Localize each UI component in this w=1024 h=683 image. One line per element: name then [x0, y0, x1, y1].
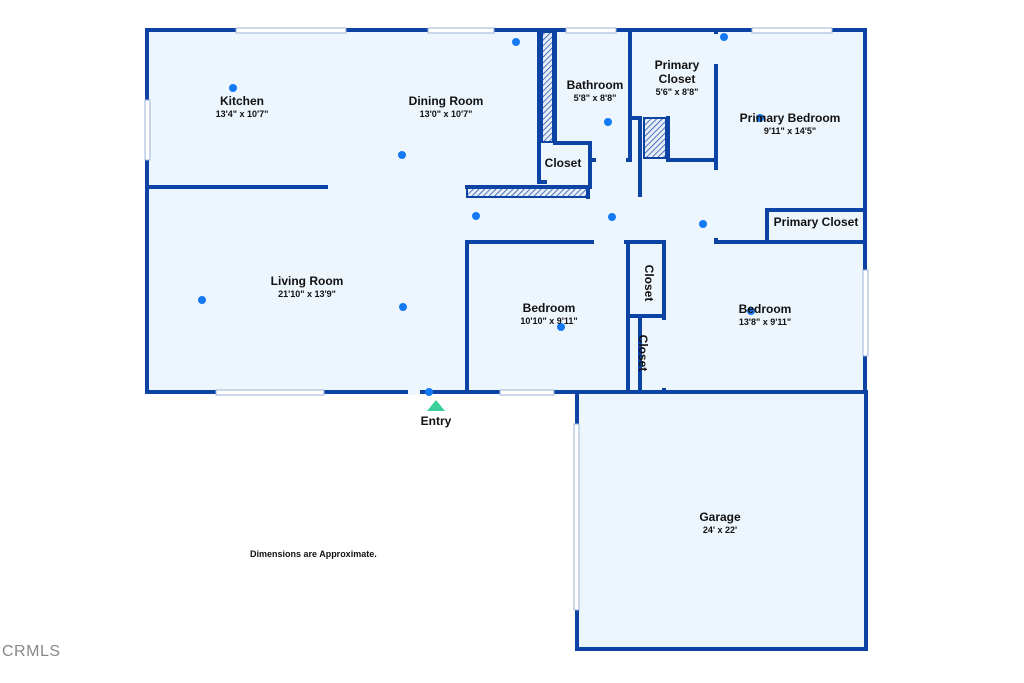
- view-dot: [608, 213, 616, 221]
- room-bedroom-1: Bedroom 10'10" x 9'11": [520, 301, 577, 327]
- view-points: [198, 33, 764, 396]
- room-name: Kitchen: [219, 94, 265, 108]
- hatch-shaft-bathroom: [541, 31, 554, 143]
- room-name: Primary Closet: [654, 58, 700, 86]
- room-name: Bedroom: [522, 301, 576, 315]
- entry-triangle: [427, 400, 445, 411]
- view-dot: [557, 323, 565, 331]
- room-name: Garage: [699, 510, 741, 524]
- room-name: Bathroom: [566, 78, 624, 92]
- room-primary-bedroom: Primary Bedroom 9'11" x 14'5": [740, 111, 841, 137]
- watermark: CRMLS: [2, 643, 61, 660]
- room-name: Living Room: [270, 274, 344, 288]
- room-closet-hall: Closet: [545, 156, 582, 170]
- room-name: Primary Bedroom: [739, 111, 841, 125]
- room-dims: 9'11" x 14'5": [763, 126, 817, 136]
- view-dot: [512, 38, 520, 46]
- room-dims: 13'4" x 10'7": [215, 109, 269, 119]
- room-name: Primary Closet: [773, 215, 859, 229]
- view-dot: [398, 151, 406, 159]
- hatch-shaft-closet: [643, 117, 667, 159]
- view-dot: [747, 307, 755, 315]
- room-dining: Dining Room 13'0" x 10'7": [409, 94, 484, 120]
- room-name: Closet: [636, 334, 650, 372]
- view-dot: [756, 114, 764, 122]
- room-closet-v2: Closet: [636, 335, 650, 372]
- view-dot: [720, 33, 728, 41]
- floor-fill: [148, 30, 866, 648]
- door-gaps: [408, 34, 719, 395]
- room-kitchen: Kitchen 13'4" x 10'7": [216, 94, 269, 120]
- view-dot: [425, 388, 433, 396]
- room-dims: 13'0" x 10'7": [419, 109, 473, 119]
- windows: [144, 27, 869, 611]
- view-dot: [229, 84, 237, 92]
- room-bathroom: Bathroom 5'8" x 8'8": [567, 78, 624, 104]
- room-bedroom-2: Bedroom 13'8" x 9'11": [739, 302, 792, 328]
- room-name: Bedroom: [738, 302, 792, 316]
- room-name: Dining Room: [408, 94, 484, 108]
- room-dims: 13'8" x 9'11": [738, 317, 792, 327]
- room-name: Closet: [642, 264, 656, 302]
- room-name: Closet: [544, 156, 582, 170]
- view-dot: [399, 303, 407, 311]
- room-dims: 5'6" x 8'8": [655, 87, 699, 97]
- room-dims: 21'10" x 13'9": [278, 289, 336, 299]
- view-dot: [604, 118, 612, 126]
- entry-label: Entry: [420, 414, 452, 428]
- room-primary-closet-2: Primary Closet: [774, 215, 859, 229]
- room-dims: 10'10" x 9'11": [520, 316, 578, 326]
- view-dot: [198, 296, 206, 304]
- room-primary-closet: Primary Closet 5'6" x 8'8": [655, 58, 700, 98]
- room-closet-v1: Closet: [642, 265, 656, 302]
- room-dims: 5'8" x 8'8": [573, 93, 617, 103]
- room-dims: 24' x 22': [702, 525, 738, 535]
- view-dot: [472, 212, 480, 220]
- room-living: Living Room 21'10" x 13'9": [271, 274, 344, 300]
- view-dot: [699, 220, 707, 228]
- dimensions-note: Dimensions are Approximate.: [250, 549, 377, 559]
- room-garage: Garage 24' x 22': [699, 510, 740, 536]
